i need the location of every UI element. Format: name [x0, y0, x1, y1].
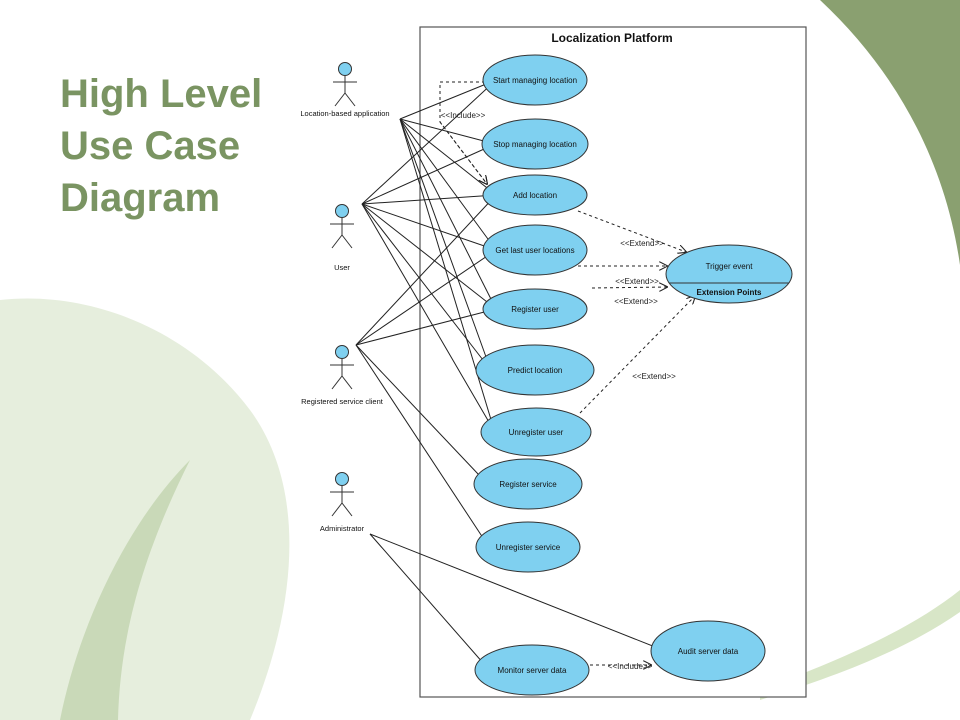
- slide-title: High Level Use Case Diagram: [60, 68, 300, 224]
- use-case-ellipse: [665, 244, 793, 304]
- use-case-label: Register user: [511, 305, 559, 314]
- actor-leg: [341, 502, 353, 517]
- actor-leg: [341, 375, 353, 390]
- association-lba-start: [399, 79, 497, 120]
- use-case-register-user[interactable]: Register user: [482, 288, 588, 330]
- actor-administrator[interactable]: Administrator: [320, 472, 365, 534]
- association-rsc-reguser: [355, 308, 497, 346]
- association-user-start: [361, 79, 497, 205]
- use-case-unregister-service[interactable]: Unregister service: [475, 521, 581, 573]
- association-lba-reguser: [399, 118, 497, 310]
- actor-leg: [334, 92, 346, 107]
- use-case-label: Predict location: [508, 366, 563, 375]
- use-case-label: Get last user locations: [495, 246, 574, 255]
- actor-leg: [331, 502, 343, 517]
- actor-leg: [344, 92, 356, 107]
- actor-leg: [341, 234, 353, 249]
- dependency-label: <<Extend>>: [614, 297, 658, 306]
- use-case-label: Register service: [499, 480, 557, 489]
- dependency-label: <<Extend>>: [615, 277, 659, 286]
- association-user-reguser: [361, 203, 497, 310]
- use-case-ellipse: [480, 407, 592, 457]
- use-case-get-last-user-locations[interactable]: Get last user locations: [482, 224, 588, 276]
- actor-label: Location-based application: [300, 109, 389, 118]
- use-case-label: Stop managing location: [493, 140, 577, 149]
- use-case-ellipse: [482, 224, 588, 276]
- use-case-add-location[interactable]: Add location: [482, 174, 588, 216]
- use-case-label: Add location: [513, 191, 557, 200]
- use-case-ellipse: [481, 118, 589, 170]
- use-case-predict-location[interactable]: Predict location: [475, 344, 595, 396]
- use-case-label: Monitor server data: [498, 666, 567, 675]
- background-bottom-swoosh: [760, 590, 960, 700]
- association-user-predict: [361, 203, 492, 371]
- actor-head: [335, 204, 349, 218]
- dependency-label: <<Extend>>: [632, 372, 676, 381]
- association-rsc-unregservice: [355, 344, 490, 548]
- actor-leg: [331, 234, 343, 249]
- use-case-ellipse: [475, 344, 595, 396]
- background-swirl-light: [0, 298, 290, 720]
- use-case-register-service[interactable]: Register service: [473, 458, 583, 510]
- dependency-label: <<Extend>>: [620, 239, 664, 248]
- use-case-stop-managing-location[interactable]: Stop managing location: [481, 118, 589, 170]
- use-case-compartment: Extension Points: [697, 288, 762, 297]
- system-boundary: [419, 26, 807, 698]
- use-case-start-managing-location[interactable]: Start managing location: [482, 54, 588, 106]
- actor-registered-service-client[interactable]: Registered service client: [301, 345, 384, 407]
- slide-title-line: Use Case: [60, 124, 241, 168]
- use-case-ellipse: [473, 458, 583, 510]
- association-user-unreguser: [361, 203, 496, 433]
- use-case-audit-server-data[interactable]: Audit server data: [650, 620, 766, 682]
- dependency-label: <<Include>>: [608, 662, 653, 671]
- actor-user[interactable]: User: [330, 204, 354, 273]
- association-admin-audit: [369, 533, 666, 652]
- association-rsc-getlast: [355, 249, 497, 346]
- use-case-ellipse: [482, 174, 588, 216]
- use-case-label: Trigger event: [706, 262, 754, 271]
- use-case-ellipse: [475, 521, 581, 573]
- slide-title-line: Diagram: [60, 176, 221, 220]
- system-name: Localization Platform: [551, 31, 672, 45]
- actor-location-based-application[interactable]: Location-based application: [300, 62, 390, 119]
- use-case-label: Start managing location: [493, 76, 577, 85]
- actor-head: [335, 472, 349, 486]
- background-corner-green: [820, 0, 960, 265]
- dependency-reguser-trigger: [591, 287, 667, 288]
- association-user-stop: [361, 143, 496, 205]
- dependency-stop-add: [439, 121, 487, 184]
- use-case-label: Unregister user: [509, 428, 564, 437]
- association-user-add: [361, 194, 497, 205]
- actor-leg: [331, 375, 343, 390]
- actor-label: Registered service client: [301, 397, 384, 406]
- dependency-add-trigger: [577, 210, 686, 252]
- use-case-monitor-server-data[interactable]: Monitor server data: [474, 644, 590, 696]
- background-swirl-green: [60, 460, 190, 720]
- use-case-ellipse: [482, 288, 588, 330]
- dependency-label: <<Include>>: [441, 111, 486, 120]
- actor-label: User: [334, 263, 350, 272]
- actor-head: [338, 62, 352, 76]
- use-case-ellipse: [650, 620, 766, 682]
- actor-label: Administrator: [320, 524, 365, 533]
- use-case-label: Audit server data: [678, 647, 739, 656]
- use-case-label: Unregister service: [496, 543, 561, 552]
- association-lba-getlast: [399, 118, 497, 251]
- use-case-unregister-user[interactable]: Unregister user: [480, 407, 592, 457]
- use-case-ellipse: [482, 54, 588, 106]
- actor-head: [335, 345, 349, 359]
- association-user-getlast: [361, 203, 497, 251]
- association-lba-unreguser: [399, 118, 496, 433]
- use-case-ellipse: [474, 644, 590, 696]
- association-lba-predict: [399, 118, 492, 371]
- association-rsc-add: [355, 194, 497, 346]
- association-rsc-regservice: [355, 344, 488, 485]
- slide-title-line: High Level: [60, 72, 263, 116]
- association-admin-monitor: [369, 533, 490, 671]
